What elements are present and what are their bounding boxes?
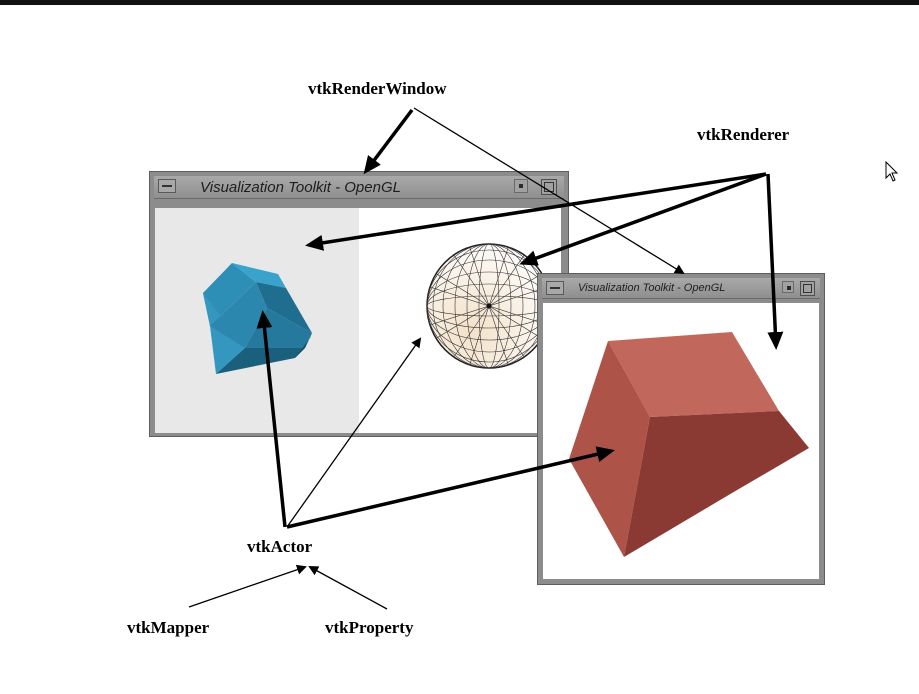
window-menu-icon[interactable] (158, 179, 176, 193)
window-menu-icon[interactable] (546, 281, 564, 295)
arrow-actor-cube (286, 446, 615, 529)
maximize-icon[interactable] (800, 281, 815, 296)
left-window-title: Visualization Toolkit - OpenGL (200, 179, 401, 196)
label-vtk-property: vtkProperty (325, 618, 414, 637)
diamond-actor (203, 263, 312, 374)
arrow-actor-sphere (286, 337, 422, 528)
arrow-renderer-left-viewport (305, 172, 767, 251)
arrow-renderer-sphere-viewport (519, 172, 767, 266)
arrow-renderer-cube-viewport (766, 173, 784, 350)
arrow-renderwindow-left (363, 108, 414, 175)
right-window-titlebar[interactable]: Visualization Toolkit - OpenGL (542, 278, 820, 299)
left-renderer-viewport (155, 208, 359, 433)
arrow-mapper-actor (188, 564, 307, 608)
minimize-icon[interactable] (514, 179, 528, 193)
left-window-titlebar[interactable]: Visualization Toolkit - OpenGL (154, 176, 564, 199)
arrow-property-actor (308, 566, 388, 610)
minimize-icon[interactable] (782, 281, 794, 293)
sphere-actor (426, 243, 552, 369)
maximize-icon[interactable] (541, 179, 557, 195)
arrow-actor-diamond (256, 310, 287, 528)
label-vtk-renderer: vtkRenderer (697, 125, 790, 144)
arrow-renderwindow-right (413, 107, 685, 275)
right-renderer-viewport (359, 208, 561, 433)
right-window-title: Visualization Toolkit - OpenGL (578, 282, 726, 294)
label-vtk-render-window: vtkRenderWindow (308, 79, 447, 98)
mouse-cursor-icon (885, 161, 899, 182)
label-vtk-actor: vtkActor (247, 537, 313, 556)
label-vtk-mapper: vtkMapper (127, 618, 210, 637)
top-border (0, 0, 919, 5)
left-render-window: Visualization Toolkit - OpenGL (149, 171, 569, 437)
